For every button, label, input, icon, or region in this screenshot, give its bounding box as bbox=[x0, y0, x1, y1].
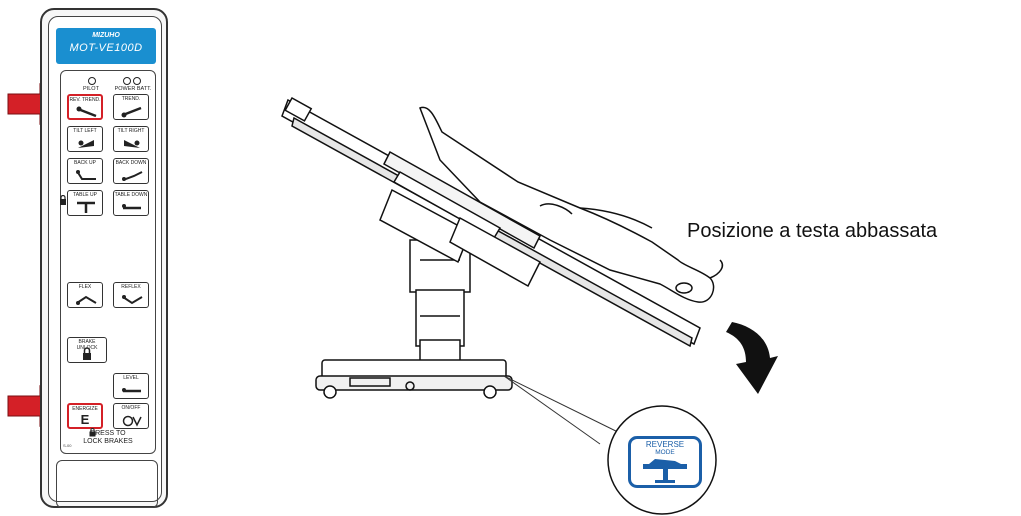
lock-icon bbox=[89, 428, 96, 437]
on-off-label: ON/OFF bbox=[121, 405, 141, 411]
table-up-icon bbox=[77, 201, 95, 213]
power-led bbox=[123, 77, 131, 85]
reverse-mode-badge: REVERSE MODE bbox=[628, 436, 702, 488]
back-down-icon bbox=[122, 171, 143, 181]
energize-button[interactable]: ENERGIZE E bbox=[67, 403, 103, 429]
lock-text-line2: LOCK BRAKES bbox=[83, 438, 133, 445]
lock-icon bbox=[60, 195, 66, 205]
mode-label: MODE bbox=[655, 449, 675, 456]
rev-trend-label: REV. TREND. bbox=[69, 97, 101, 103]
rev-trend-icon bbox=[76, 106, 97, 118]
model-name: MOT-VE100D bbox=[69, 42, 143, 54]
unlock-icon bbox=[83, 347, 91, 360]
level-icon bbox=[122, 388, 141, 393]
serial-mark: S-00 bbox=[63, 443, 72, 448]
back-up-icon bbox=[76, 170, 96, 180]
trend-icon bbox=[121, 106, 142, 118]
power-batt-label: POWER BATT. bbox=[114, 86, 152, 92]
tilt-left-icon bbox=[78, 140, 94, 148]
reverse-table-icon bbox=[643, 459, 687, 483]
table-down-button[interactable]: TABLE DOWN bbox=[113, 190, 149, 216]
trend-button[interactable]: TREND. bbox=[113, 94, 149, 120]
level-button[interactable]: LEVEL bbox=[113, 373, 149, 399]
flex-button[interactable]: FLEX bbox=[67, 282, 103, 308]
reverse-label: REVERSE bbox=[645, 440, 685, 449]
reflex-button[interactable]: REFLEX bbox=[113, 282, 149, 308]
position-caption: Posizione a testa abbassata bbox=[687, 220, 938, 242]
lock-brakes-text: PRESS TO LOCK BRAKES bbox=[64, 430, 152, 446]
tilt-left-button[interactable]: TILT LEFT bbox=[67, 126, 103, 152]
power-icon bbox=[122, 415, 142, 427]
energize-glyph: E bbox=[80, 412, 90, 427]
lock-text-line1: PRESS TO bbox=[90, 430, 126, 437]
table-up-button[interactable]: TABLE UP bbox=[67, 190, 103, 216]
table-down-icon bbox=[122, 204, 141, 210]
table-down-label: TABLE DOWN bbox=[114, 192, 148, 198]
tilt-right-label: TILT RIGHT bbox=[117, 128, 145, 134]
tilt-left-label: TILT LEFT bbox=[73, 128, 97, 134]
level-label: LEVEL bbox=[123, 375, 139, 381]
button-panel: PILOT POWER BATT. REV. TREND. TREND. TIL… bbox=[60, 70, 156, 454]
tilt-right-button[interactable]: TILT RIGHT bbox=[113, 126, 149, 152]
brand-plate: MIZUHO MOT-VE100D bbox=[56, 28, 156, 64]
trend-label: TREND. bbox=[121, 96, 141, 102]
flex-icon bbox=[76, 295, 97, 305]
back-down-label: BACK DOWN bbox=[115, 160, 147, 166]
brake-unlock-button[interactable]: BRAKE UNLOCK bbox=[67, 337, 107, 363]
energize-label: ENERGIZE bbox=[72, 406, 98, 412]
pilot-led bbox=[88, 77, 96, 85]
back-down-button[interactable]: BACK DOWN bbox=[113, 158, 149, 184]
flex-label: FLEX bbox=[78, 284, 92, 290]
callout-lines bbox=[503, 375, 627, 445]
reflex-label: REFLEX bbox=[121, 284, 141, 290]
brand-name: MIZUHO bbox=[92, 32, 120, 39]
operating-table-illustration bbox=[281, 96, 724, 399]
curved-arrow-icon bbox=[726, 322, 778, 394]
reflex-icon bbox=[122, 295, 143, 305]
bottom-pocket bbox=[56, 460, 158, 508]
batt-led bbox=[133, 77, 141, 85]
rev-trend-button[interactable]: REV. TREND. bbox=[67, 94, 103, 120]
on-off-button[interactable]: ON/OFF bbox=[113, 403, 149, 429]
tilt-right-icon bbox=[124, 140, 140, 148]
back-up-label: BACK UP bbox=[74, 160, 96, 166]
remote-controller: MIZUHO MOT-VE100D PILOT POWER BATT. REV.… bbox=[40, 8, 168, 508]
pilot-label: PILOT bbox=[83, 86, 99, 92]
back-up-button[interactable]: BACK UP bbox=[67, 158, 103, 184]
table-up-label: TABLE UP bbox=[73, 192, 97, 198]
